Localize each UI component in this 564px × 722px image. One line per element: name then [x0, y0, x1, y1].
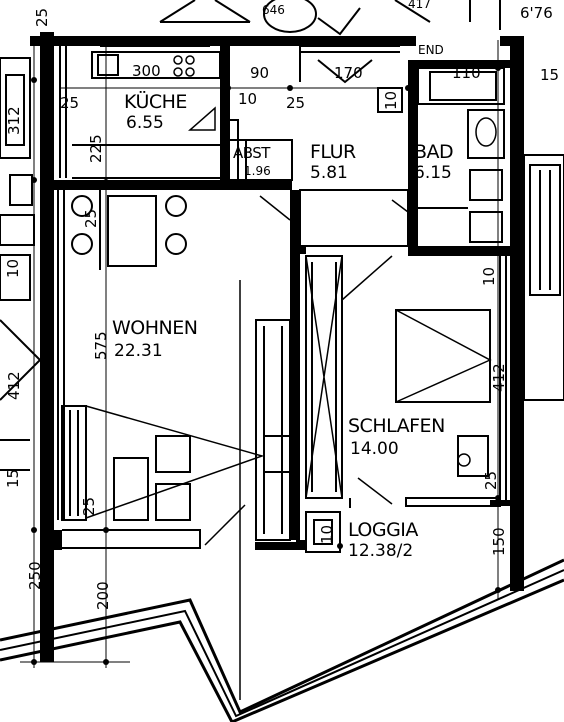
dim-left-225: 225 — [87, 134, 105, 163]
dim-wohnen-575: 575 — [92, 331, 110, 360]
room-name-kueche: KÜCHE — [124, 90, 187, 113]
top-edge-fragments: 646 417 6'76 25 — [33, 0, 553, 36]
dim-left-250: 250 — [26, 561, 44, 590]
left-neighbour-strip: 312 412 15 10 — [0, 57, 42, 488]
dim-kueche-10: 10 — [238, 90, 257, 108]
dim-top-edge-417: 417 — [408, 0, 431, 11]
dim-top-edge-676: 6'76 — [520, 4, 553, 22]
dimension-labels: 300 90 170 END 110 25 10 25 10 225 25 57… — [26, 43, 508, 610]
dim-top-110: 110 — [452, 64, 481, 82]
room-name-abst: ABST — [233, 144, 271, 162]
room-labels: KÜCHE 6.55 ABST 1.96 FLUR 5.81 BAD 6.15 … — [112, 90, 454, 561]
dim-left-edge-15: 15 — [4, 469, 22, 488]
dim-kueche-25-a: 25 — [60, 94, 79, 112]
dim-right-150: 150 — [490, 527, 508, 556]
dim-left-edge-412: 412 — [5, 371, 23, 400]
room-area-abst: 1.96 — [244, 164, 271, 178]
room-area-flur: 5.81 — [310, 163, 348, 183]
dim-left-top-25: 25 — [33, 8, 51, 27]
dim-right-10: 10 — [480, 267, 498, 286]
hall-and-bath-fixtures — [225, 46, 505, 247]
dim-bottom-200: 200 — [94, 581, 112, 610]
dim-left-25: 25 — [82, 209, 100, 228]
dim-loggia-10: 10 — [318, 525, 336, 544]
dim-top-170: 170 — [334, 64, 363, 82]
dim-top-90: 90 — [250, 64, 269, 82]
dim-wohnen-25: 25 — [80, 497, 98, 516]
dim-top-300: 300 — [132, 62, 161, 80]
room-name-bad: BAD — [414, 141, 453, 163]
room-name-schlafen: SCHLAFEN — [348, 415, 445, 437]
dim-right-25: 25 — [482, 471, 500, 490]
room-name-wohnen: WOHNEN — [112, 317, 197, 339]
room-area-schlafen: 14.00 — [350, 439, 399, 459]
loggia-outline — [0, 511, 564, 722]
room-area-bad: 6.15 — [414, 163, 452, 183]
dim-top-end: END — [418, 43, 444, 57]
room-area-loggia: 12.38/2 — [348, 541, 413, 561]
dim-left-10: 10 — [4, 259, 22, 278]
exterior-walls — [30, 32, 524, 662]
room-area-kueche: 6.55 — [126, 113, 164, 133]
right-neighbour-strip: 15 — [523, 66, 564, 401]
dim-left-312: 312 — [5, 106, 23, 135]
closet-cross — [305, 255, 393, 499]
dimension-lines — [20, 40, 501, 668]
living-room-fixtures — [61, 190, 293, 700]
room-name-flur: FLUR — [310, 141, 356, 163]
room-name-loggia: LOGGIA — [348, 519, 418, 541]
dim-top-edge-646: 646 — [262, 3, 285, 17]
dim-kueche-25-b: 25 — [286, 94, 305, 112]
dim-right-412: 412 — [490, 363, 508, 392]
room-area-wohnen: 22.31 — [114, 341, 163, 361]
dim-top-15: 15 — [540, 66, 559, 84]
dim-flur-10: 10 — [382, 91, 400, 110]
bedroom-fixtures — [349, 309, 501, 508]
kitchen-fixtures — [72, 51, 239, 181]
